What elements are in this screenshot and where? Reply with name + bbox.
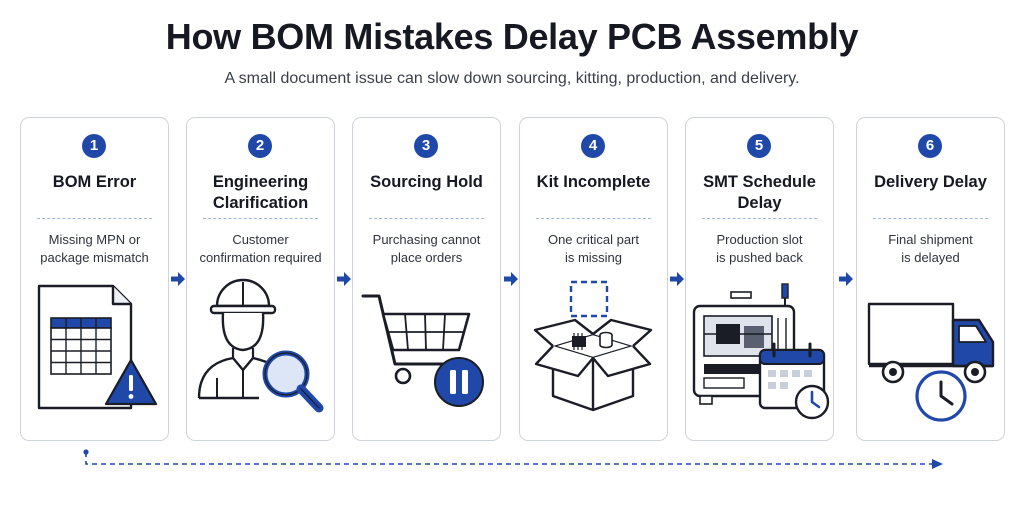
step-divider: [369, 218, 484, 219]
step-title: BOM Error: [52, 173, 137, 191]
truck-clock-icon: [867, 302, 995, 422]
right-arrow-icon: [171, 272, 185, 286]
step-title: Delivery Delay: [874, 173, 987, 191]
right-arrow-icon: [337, 272, 351, 286]
spreadsheet-warning-icon: [37, 284, 158, 410]
cart-pause-icon: [361, 294, 484, 407]
step-divider: [203, 218, 318, 219]
step-number-badge: 2: [248, 134, 272, 158]
step-number-badge: 3: [414, 134, 438, 158]
right-arrow-icon: [504, 272, 518, 286]
step-number-badge: 1: [82, 134, 106, 158]
right-arrow-icon: [670, 272, 684, 286]
step-title: Sourcing Hold: [370, 173, 483, 191]
open-box-missing-part-icon: [533, 280, 653, 412]
engineer-magnifier-icon: [197, 278, 324, 413]
step-number-badge: 4: [581, 134, 605, 158]
page-subtitle: A small document issue can slow down sou…: [224, 70, 800, 87]
step-title: Kit Incomplete: [536, 173, 651, 191]
step-divider: [873, 218, 988, 219]
step-divider: [702, 218, 817, 219]
step-number-badge: 5: [747, 134, 771, 158]
step-divider: [37, 218, 152, 219]
step-number-badge: 6: [918, 134, 942, 158]
smt-machine-calendar-icon: [692, 283, 830, 420]
step-divider: [536, 218, 651, 219]
page-title: How BOM Mistakes Delay PCB Assembly: [165, 16, 859, 57]
right-arrow-icon: [839, 272, 853, 286]
